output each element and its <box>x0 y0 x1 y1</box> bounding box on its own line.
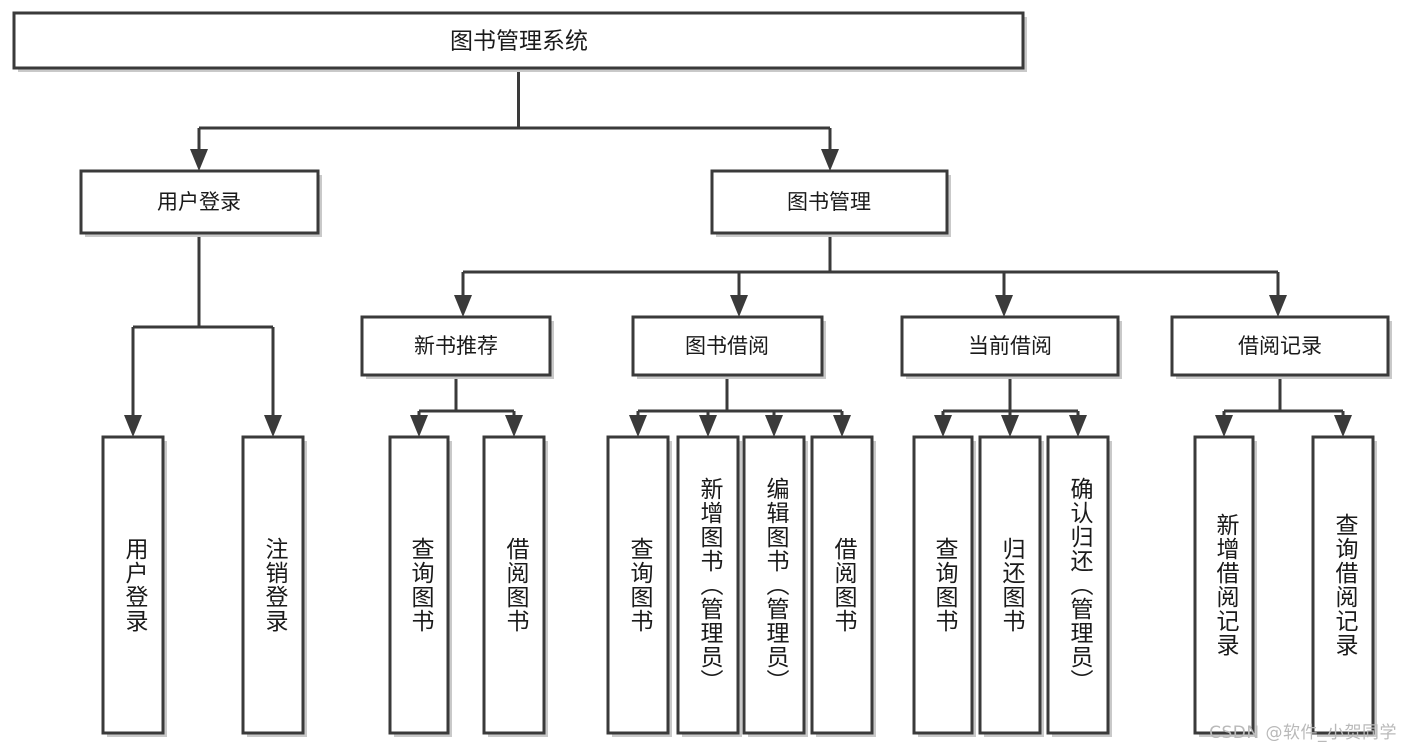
arrowhead-bb-borrow-book <box>833 415 851 437</box>
node-root-rect[interactable] <box>12 11 1025 70</box>
node-borrow-record[interactable]: 借阅记录 <box>1170 315 1392 379</box>
node-current-borrow[interactable]: 当前借阅 <box>900 315 1122 379</box>
leaf-br-query-record-rect[interactable] <box>1311 435 1375 735</box>
arrowhead-cb-confirm-return <box>1069 415 1087 437</box>
arrowhead-leaf-logout <box>264 415 282 437</box>
arrowhead-br-query-record <box>1334 415 1352 437</box>
node-user-login-rect[interactable] <box>79 169 320 235</box>
node-borrow-record-rect[interactable] <box>1170 315 1390 377</box>
connector-group-book-borrow <box>629 375 851 437</box>
arrowhead-cb-query-book <box>934 415 952 437</box>
node-root[interactable]: 图书管理系统 <box>12 11 1027 72</box>
node-user-login-label: 用户登录 <box>157 190 241 214</box>
connector-group-new-book-rec <box>410 375 523 437</box>
arrowhead-rec-query-book <box>410 415 428 437</box>
node-root-label: 图书管理系统 <box>450 29 588 55</box>
arrowhead-book-manage <box>821 149 839 171</box>
leaf-logout-rect[interactable] <box>241 435 305 735</box>
leaf-br-add-record-rect[interactable] <box>1193 435 1255 735</box>
leaf-user-login-rect[interactable] <box>101 435 165 735</box>
arrowhead-rec-borrow-book <box>505 415 523 437</box>
node-current-borrow-label: 当前借阅 <box>968 334 1052 358</box>
leaf-bb-add-book-rect[interactable] <box>676 435 740 735</box>
arrowhead-bb-add-book <box>699 415 717 437</box>
node-new-book-rec[interactable]: 新书推荐 <box>360 315 554 379</box>
leaf-rect-group <box>101 435 1377 737</box>
connector-group-root <box>190 68 839 171</box>
node-book-borrow-rect[interactable] <box>631 315 824 377</box>
arrowhead-br-add-record <box>1215 415 1233 437</box>
arrowhead-cb-return-book <box>1001 415 1019 437</box>
leaf-bb-edit-book-rect[interactable] <box>742 435 806 735</box>
arrowhead-user-login <box>190 149 208 171</box>
leaf-bb-borrow-book-rect[interactable] <box>810 435 874 735</box>
connector-group-user-login <box>124 233 282 437</box>
arrowhead-leaf-user-login <box>124 415 142 437</box>
leaf-bb-query-book-rect[interactable] <box>606 435 670 735</box>
node-book-manage-label: 图书管理 <box>787 190 871 214</box>
node-user-login[interactable]: 用户登录 <box>79 169 322 237</box>
arrowhead-bb-edit-book <box>765 415 783 437</box>
node-new-book-rec-rect[interactable] <box>360 315 552 377</box>
node-book-manage[interactable]: 图书管理 <box>710 169 951 237</box>
arrowhead-new-book-rec <box>454 295 472 317</box>
node-new-book-rec-label: 新书推荐 <box>414 334 498 358</box>
connector-group-borrow-record <box>1215 375 1352 437</box>
node-borrow-record-label: 借阅记录 <box>1238 334 1322 358</box>
node-book-borrow[interactable]: 图书借阅 <box>631 315 826 379</box>
watermark-text: CSDN @软件_小贺同学 <box>1209 723 1397 743</box>
leaf-cb-query-book-rect[interactable] <box>912 435 974 735</box>
arrowhead-bb-query-book <box>629 415 647 437</box>
node-book-borrow-label: 图书借阅 <box>685 334 769 358</box>
node-book-manage-rect[interactable] <box>710 169 949 235</box>
arrowhead-borrow-record <box>1269 295 1287 317</box>
leaf-rec-query-book-rect[interactable] <box>388 435 450 735</box>
leaf-cb-return-book-rect[interactable] <box>978 435 1042 735</box>
arrowhead-book-borrow <box>730 295 748 317</box>
leaf-rec-borrow-book-rect[interactable] <box>482 435 546 735</box>
connector-group-book-manage <box>454 233 1287 317</box>
leaf-cb-confirm-return-rect[interactable] <box>1046 435 1110 735</box>
connector-group-current-borrow <box>934 375 1087 437</box>
arrowhead-current-borrow <box>995 295 1013 317</box>
node-current-borrow-rect[interactable] <box>900 315 1120 377</box>
